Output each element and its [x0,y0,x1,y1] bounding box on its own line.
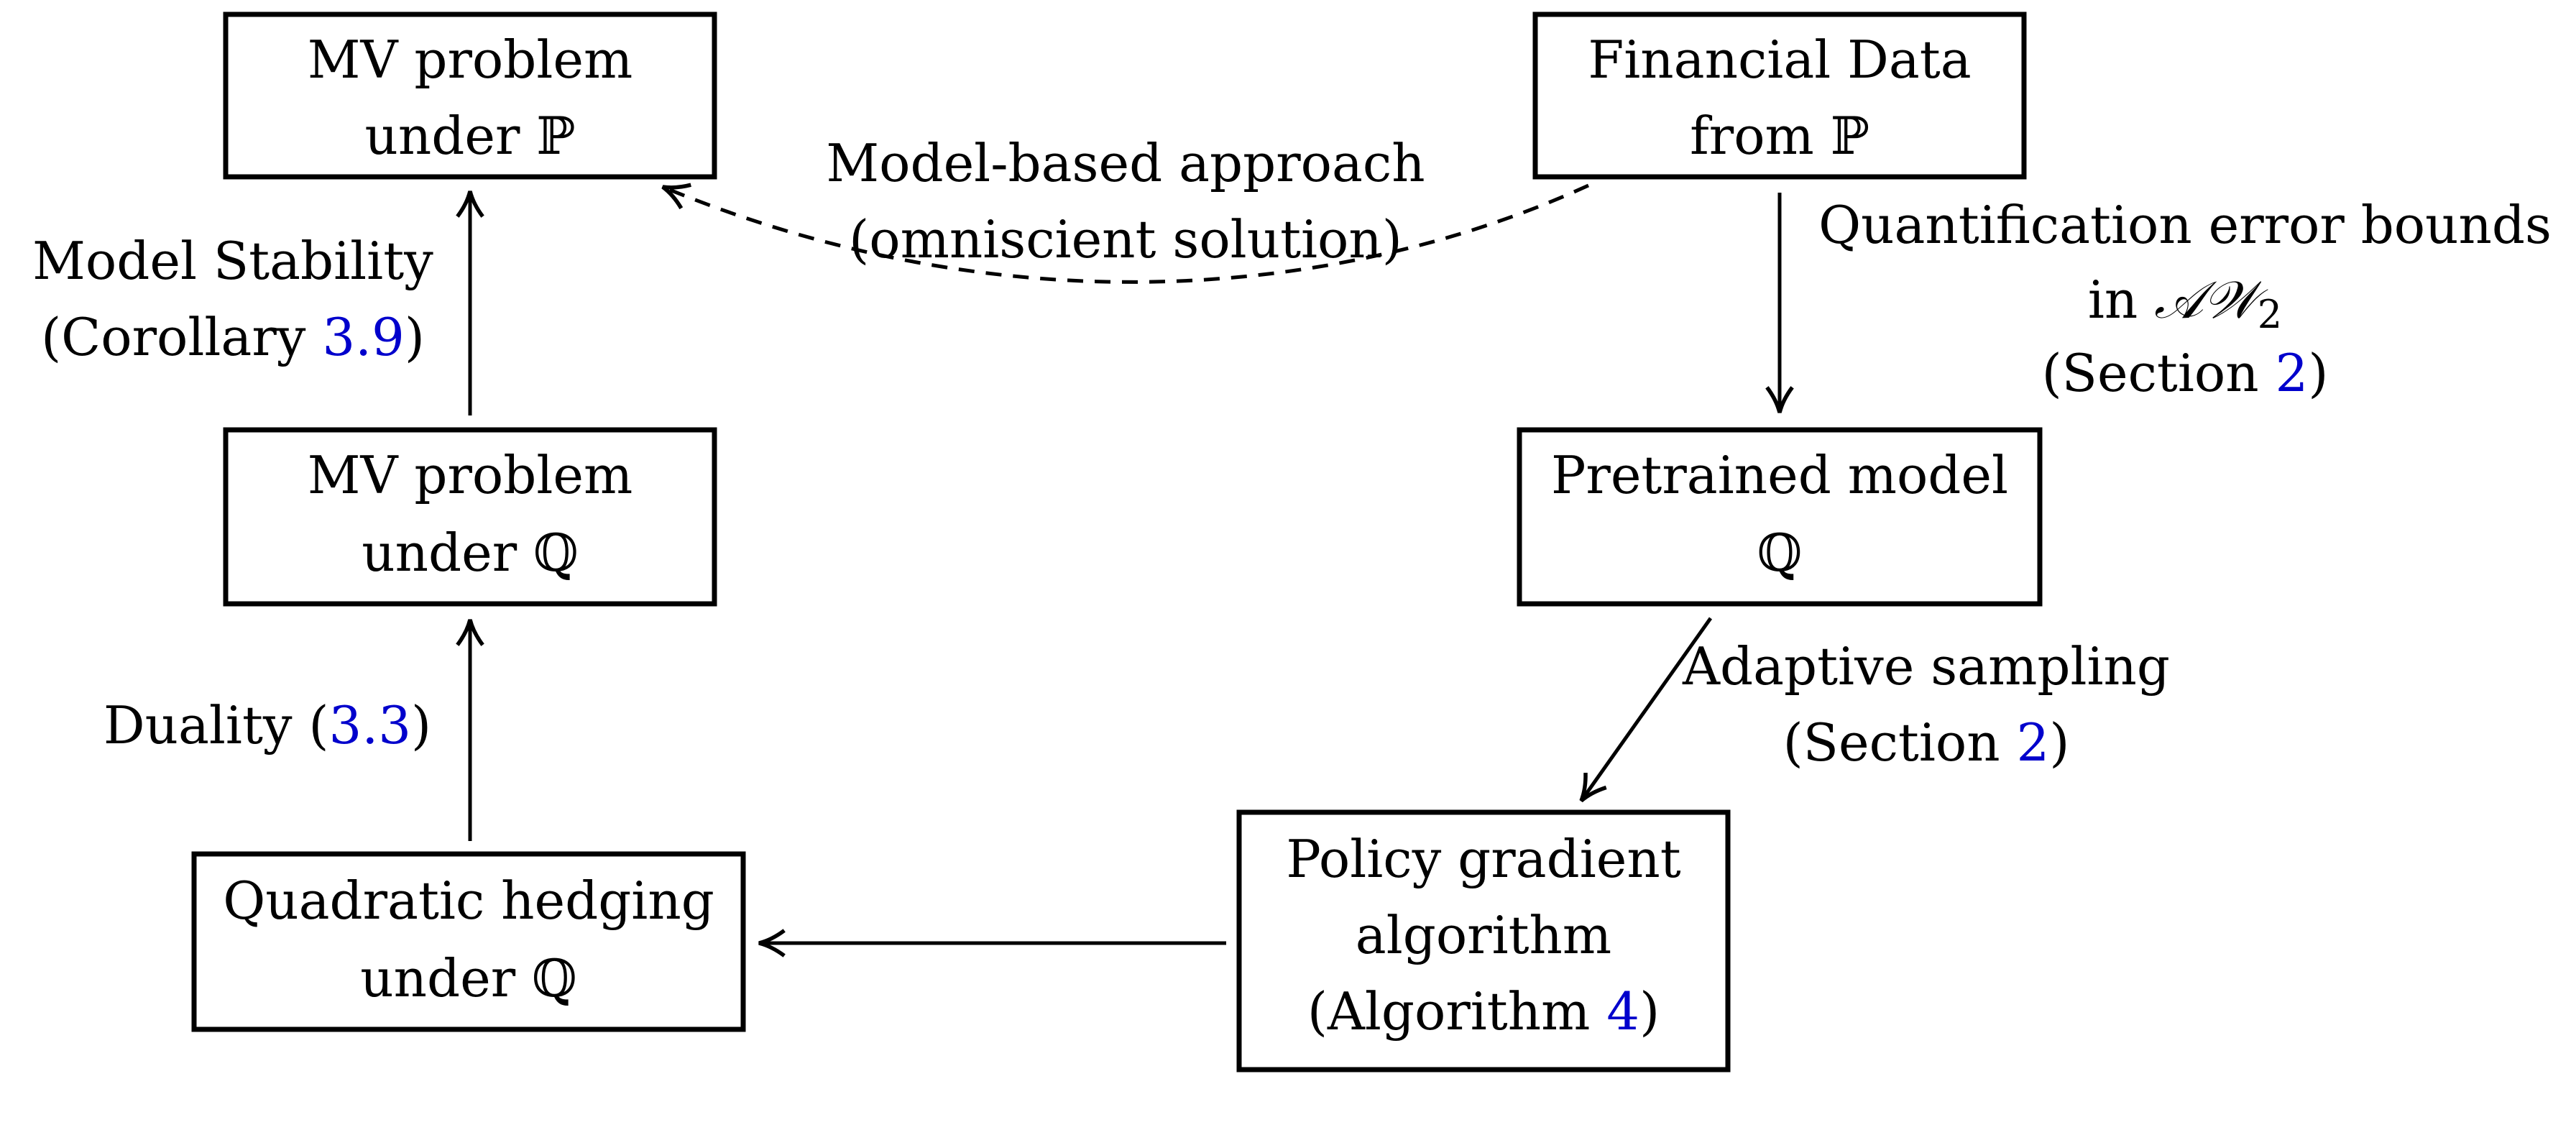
node-box [1532,12,2027,180]
node-label-line1: MV problem [308,29,632,90]
edge-label-line1: Model Stability [32,231,433,291]
math-symbol-q: ℚ [532,948,577,1009]
math-subscript: 2 [2258,292,2282,337]
node-label-line2: algorithm [1356,905,1611,965]
edge-label-line2: in 𝒜𝒲2 [2088,270,2282,337]
edge-model-based-dashed-arrow [661,183,1590,284]
node-box [223,427,717,607]
node-label-line1: Policy gradient [1286,829,1680,889]
edge-label: Duality (3.3) [104,695,431,755]
edge-label-line3: (Section 2) [2042,343,2329,403]
math-symbol-q: ℚ [533,523,579,583]
node-box [1236,809,1731,1072]
node-box [191,851,746,1032]
node-label-line1: Pretrained model [1551,445,2008,505]
node-mv-problem-q: MV problem under ℚ [223,427,717,607]
node-box [1517,427,2043,607]
node-financial-data: Financial Data from ℙ [1532,12,2027,180]
node-label-line2: under ℚ [362,523,578,583]
label-duality: Duality (3.3) [104,695,431,755]
node-label-line3: (Algorithm 4) [1307,981,1660,1042]
node-label-line1: MV problem [308,445,632,505]
node-label-line1: Financial Data [1588,29,1971,90]
node-label-line2: under ℙ [365,106,576,166]
label-adaptive-sampling: Adaptive sampling (Section 2) [1682,636,2170,773]
node-quadratic-hedging: Quadratic hedging under ℚ [191,851,746,1032]
reference-link[interactable]: 4 [1606,981,1639,1042]
node-label-line2: under ℚ [360,948,576,1009]
reference-link[interactable]: 3.9 [322,307,405,367]
reference-link[interactable]: 2 [2017,712,2050,773]
edge-label-line1: Model-based approach [826,133,1425,193]
edge-label-line2: (Section 2) [1783,712,2070,773]
edge-label-line2: (Corollary 3.9) [41,307,425,367]
reference-link[interactable]: 3.3 [329,695,412,755]
node-label-line1: Quadratic hedging [223,871,714,931]
node-label-line2: ℚ [1757,523,1803,583]
node-mv-problem-p: MV problem under ℙ [223,12,717,180]
math-symbol-p: ℙ [1831,106,1869,166]
node-policy-gradient: Policy gradient algorithm (Algorithm 4) [1236,809,1731,1072]
node-box [223,12,717,180]
edge-label-line1: Adaptive sampling [1682,636,2170,697]
math-aw-symbol: 𝒜𝒲 [2154,270,2268,330]
math-symbol-q: ℚ [1757,523,1803,583]
node-label-line2: from ℙ [1690,106,1869,166]
reference-link[interactable]: 2 [2276,343,2309,403]
node-pretrained-model: Pretrained model ℚ [1517,427,2043,607]
math-symbol-p: ℙ [536,106,575,166]
edge-adaptive-sampling-arrow [1579,617,1713,803]
label-model-based-approach: Model-based approach (omniscient solutio… [826,133,1425,270]
label-model-stability: Model Stability (Corollary 3.9) [32,231,433,367]
label-quantification-error-bounds: Quantification error bounds in 𝒜𝒲2 (Sect… [1818,195,2552,403]
edge-label-line2: (omniscient solution) [849,209,1402,270]
edge-label-line1: Quantification error bounds [1818,195,2552,255]
